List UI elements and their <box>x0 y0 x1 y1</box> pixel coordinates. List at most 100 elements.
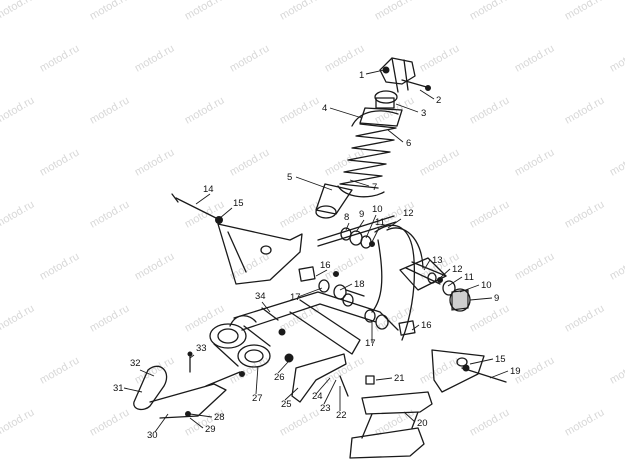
watermark-46: motod.ru <box>373 302 417 334</box>
clip-26 <box>284 353 294 363</box>
leader-line-40 <box>261 301 271 313</box>
shock-top-eye <box>374 90 398 109</box>
watermark-41: motod.ru <box>608 250 625 282</box>
leader-line-37 <box>123 387 143 393</box>
watermark-21: motod.ru <box>38 146 82 178</box>
leader-line-15 <box>459 284 480 293</box>
watermark-57: motod.ru <box>88 406 132 438</box>
leader-line-7 <box>345 222 350 231</box>
leader-line-17 <box>195 193 211 205</box>
watermark-15: motod.ru <box>88 94 132 126</box>
watermark-34: motod.ru <box>563 198 607 230</box>
callout-9b: 9 <box>494 293 499 304</box>
watermark-6: motod.ru <box>563 0 607 23</box>
leader-line-31 <box>284 387 299 401</box>
watermark-48: motod.ru <box>563 302 607 334</box>
callout-22: 22 <box>336 410 347 421</box>
watermark-14: motod.ru <box>0 94 36 126</box>
bolt-34 <box>261 307 286 336</box>
callout-29: 29 <box>205 424 216 435</box>
idler-wheel-13 <box>399 257 447 291</box>
swing-arm <box>229 291 399 355</box>
callout-8: 8 <box>344 212 349 223</box>
lower-bracket <box>349 375 433 459</box>
leader-line-30 <box>315 377 331 395</box>
watermark-31: motod.ru <box>278 198 322 230</box>
watermark-16: motod.ru <box>183 94 227 126</box>
watermark-36: motod.ru <box>133 250 177 282</box>
leader-line-25 <box>469 358 494 365</box>
leader-line-10 <box>371 227 380 243</box>
watermark-11: motod.ru <box>418 42 462 74</box>
watermark-23: motod.ru <box>228 146 272 178</box>
callout-6: 6 <box>406 138 411 149</box>
callout-30: 30 <box>147 430 158 441</box>
callout-2: 2 <box>436 95 441 106</box>
leader-line-33 <box>255 365 259 395</box>
leader-line-5 <box>387 129 404 143</box>
watermark-4: motod.ru <box>373 0 417 23</box>
leader-line-26 <box>403 411 416 423</box>
callout-14: 14 <box>203 184 214 195</box>
watermark-59: motod.ru <box>278 406 322 438</box>
callout-32: 32 <box>130 358 141 369</box>
leader-line-35 <box>189 417 204 429</box>
watermark-2: motod.ru <box>183 0 227 23</box>
left-link-assembly <box>133 365 241 419</box>
callout-12: 12 <box>403 208 414 219</box>
callout-12b: 12 <box>452 264 463 275</box>
watermark-30: motod.ru <box>183 198 227 230</box>
callout-31: 31 <box>113 383 124 394</box>
callout-17b: 17 <box>365 338 376 349</box>
watermark-35: motod.ru <box>38 250 82 282</box>
leader-line-19 <box>315 269 328 277</box>
leader-line-27 <box>375 377 393 381</box>
watermark-43: motod.ru <box>88 302 132 334</box>
callout-15: 15 <box>233 198 244 209</box>
callout-19: 19 <box>510 366 521 377</box>
center-lever <box>291 353 349 403</box>
watermark-55: motod.ru <box>608 354 625 386</box>
callout-15b: 15 <box>495 354 506 365</box>
callout-34: 34 <box>255 291 266 302</box>
leader-line-4 <box>295 176 333 191</box>
leader-line-2 <box>395 103 419 113</box>
watermark-20: motod.ru <box>563 94 607 126</box>
watermark-26: motod.ru <box>513 146 557 178</box>
watermark-51: motod.ru <box>228 354 272 386</box>
callout-28: 28 <box>214 412 225 423</box>
callout-1: 1 <box>359 70 364 81</box>
watermark-7: motod.ru <box>38 42 82 74</box>
watermark-53: motod.ru <box>418 354 462 386</box>
watermark-8: motod.ru <box>133 42 177 74</box>
watermark-56: motod.ru <box>0 406 36 438</box>
leader-line-13 <box>439 268 451 279</box>
leader-line-1 <box>419 89 435 100</box>
watermark-17: motod.ru <box>278 94 322 126</box>
watermark-25: motod.ru <box>418 146 462 178</box>
callout-20: 20 <box>417 418 428 429</box>
watermark-12: motod.ru <box>513 42 557 74</box>
watermark-29: motod.ru <box>88 198 132 230</box>
cross-shaft <box>317 215 397 247</box>
watermark-33: motod.ru <box>468 198 512 230</box>
callout-17: 17 <box>290 292 301 303</box>
leader-line-29 <box>323 379 337 405</box>
shock-body <box>315 183 353 219</box>
watermark-9: motod.ru <box>228 42 272 74</box>
callout-9: 9 <box>359 209 364 220</box>
leader-line-6 <box>349 179 370 187</box>
watermark-27: motod.ru <box>608 146 625 178</box>
leader-line-9 <box>365 214 377 239</box>
callout-13: 13 <box>432 255 443 266</box>
leader-line-14 <box>447 276 463 287</box>
callout-16: 16 <box>320 260 331 271</box>
watermark-49: motod.ru <box>38 354 82 386</box>
callout-7: 7 <box>372 182 377 193</box>
leader-line-23 <box>339 283 353 291</box>
watermark-13: motod.ru <box>608 42 625 74</box>
upper-mount-bracket <box>379 57 416 93</box>
watermark-40: motod.ru <box>513 250 557 282</box>
watermark-1: motod.ru <box>88 0 132 23</box>
